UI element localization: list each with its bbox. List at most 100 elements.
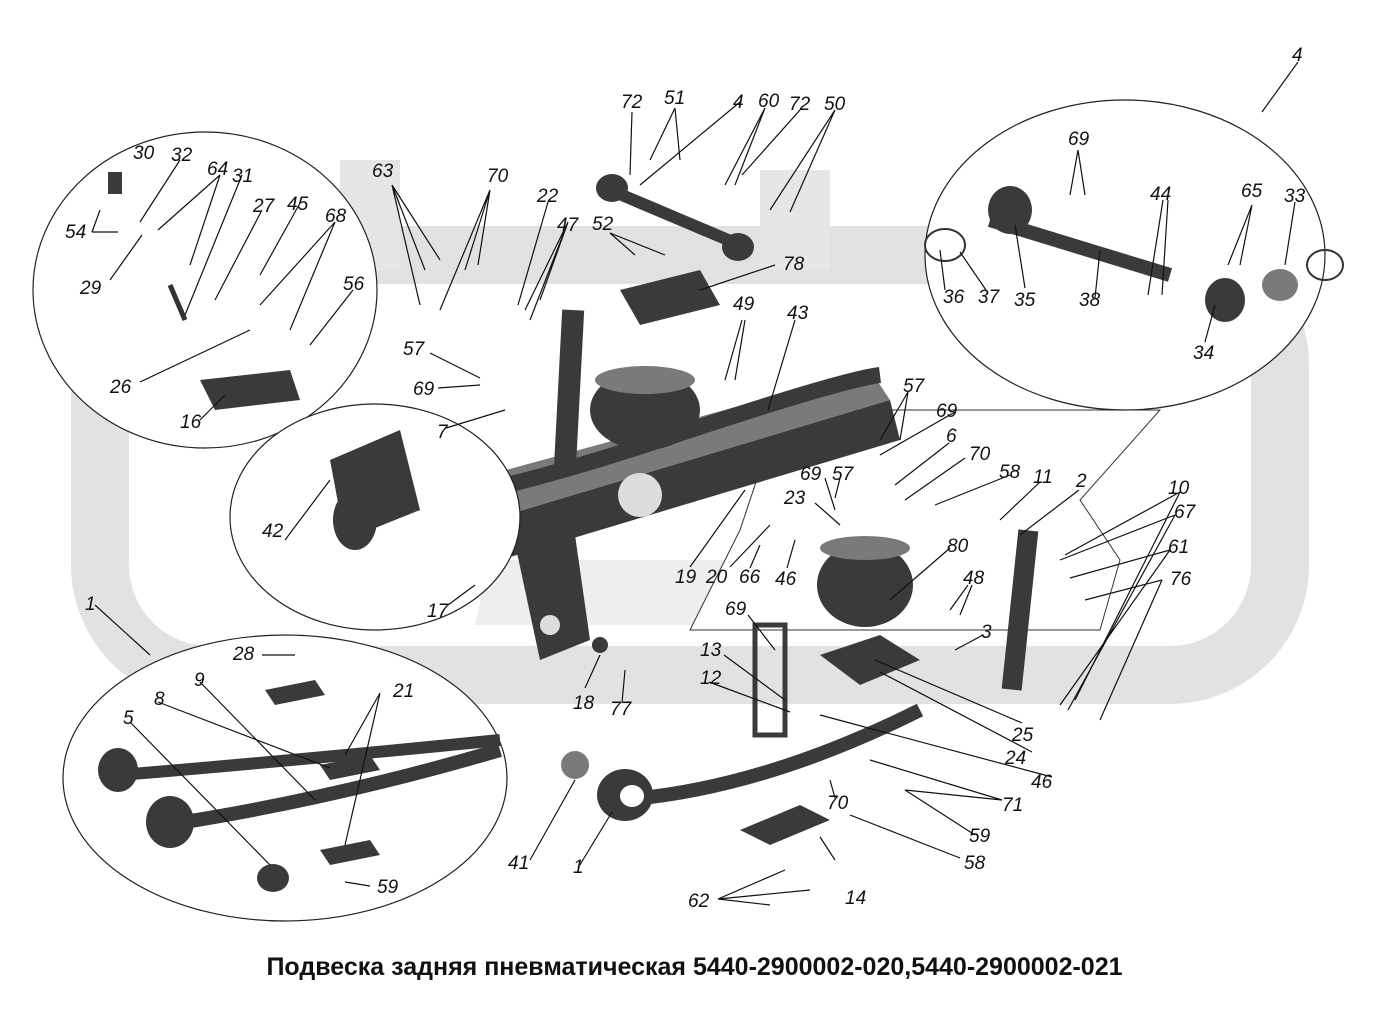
- part-label-57-mid: 57: [832, 464, 855, 485]
- part-label-2: 2: [1075, 471, 1087, 492]
- part-label-76: 76: [1170, 569, 1192, 590]
- part-label-3: 3: [981, 622, 992, 643]
- part-label-34: 34: [1193, 343, 1214, 364]
- detail-bubble-torque-rod: [924, 99, 1344, 411]
- part-label-6: 6: [946, 426, 957, 447]
- part-label-13: 13: [700, 640, 722, 661]
- part-label-5: 5: [123, 708, 134, 729]
- part-label-58-upper: 58: [999, 462, 1021, 483]
- part-label-38: 38: [1079, 290, 1101, 311]
- part-label-47: 47: [557, 215, 580, 236]
- part-label-80: 80: [947, 536, 969, 557]
- part-label-17: 17: [427, 601, 450, 622]
- part-label-24: 24: [1004, 748, 1026, 769]
- part-label-28: 28: [232, 644, 255, 665]
- part-label-1-bottom: 1: [573, 857, 584, 878]
- part-label-64: 64: [207, 159, 228, 180]
- part-label-30: 30: [133, 143, 155, 164]
- part-label-70-bottom: 70: [827, 793, 849, 814]
- part-label-43: 43: [787, 303, 809, 324]
- part-label-8: 8: [154, 689, 165, 710]
- part-label-31: 31: [232, 166, 253, 187]
- part-label-12: 12: [700, 668, 722, 689]
- part-label-59-right: 59: [969, 826, 991, 847]
- part-label-25: 25: [1011, 725, 1034, 746]
- part-label-51: 51: [664, 88, 685, 109]
- part-label-4-top-right: 4: [1292, 45, 1303, 66]
- lower-air-bellows: [817, 536, 920, 685]
- part-label-45: 45: [287, 194, 309, 215]
- part-label-78: 78: [783, 254, 805, 275]
- part-label-49: 49: [733, 294, 755, 315]
- part-label-44: 44: [1150, 184, 1171, 205]
- part-label-9: 9: [194, 670, 205, 691]
- part-label-66: 66: [739, 567, 761, 588]
- part-label-37: 37: [978, 287, 1001, 308]
- part-label-70-right: 70: [969, 444, 991, 465]
- detail-bubble-spring-end: [229, 403, 521, 631]
- part-label-57-top-right: 57: [903, 376, 926, 397]
- part-label-57-left: 57: [403, 339, 426, 360]
- torque-rod-top: [596, 174, 754, 325]
- part-label-58-lower: 58: [964, 853, 986, 874]
- part-label-18: 18: [573, 693, 595, 714]
- part-label-46-mid: 46: [775, 569, 797, 590]
- part-label-69-lower: 69: [725, 599, 747, 620]
- part-label-63: 63: [372, 161, 394, 182]
- part-label-56: 56: [343, 274, 365, 295]
- part-label-14: 14: [845, 888, 866, 909]
- diagram-caption: Подвеска задняя пневматическая 5440-2900…: [266, 953, 1123, 981]
- part-label-69-left: 69: [413, 379, 435, 400]
- bushing-41: [561, 751, 589, 779]
- part-label-42: 42: [262, 521, 284, 542]
- part-label-59-left: 59: [377, 877, 399, 898]
- spring-bracket: [510, 500, 590, 660]
- part-label-27: 27: [252, 196, 276, 217]
- lower-leaf-spring: [597, 703, 924, 821]
- detail-bubble-leaf-spring: [62, 634, 508, 922]
- part-label-69-mid: 69: [800, 464, 822, 485]
- part-label-1-left: 1: [85, 594, 96, 615]
- part-label-61: 61: [1168, 537, 1189, 558]
- part-label-20: 20: [705, 567, 728, 588]
- part-label-36: 36: [943, 287, 965, 308]
- part-label-69-top-right: 69: [1068, 129, 1090, 150]
- part-label-46-right: 46: [1031, 772, 1053, 793]
- part-label-71: 71: [1002, 795, 1023, 816]
- part-label-67: 67: [1174, 502, 1197, 523]
- part-label-69-right: 69: [936, 401, 958, 422]
- part-label-29: 29: [79, 278, 102, 299]
- part-label-77: 77: [610, 699, 633, 720]
- part-label-72-left: 72: [621, 92, 643, 113]
- part-label-32: 32: [171, 145, 193, 166]
- part-label-62: 62: [688, 891, 710, 912]
- part-label-19: 19: [675, 567, 697, 588]
- part-label-54: 54: [65, 222, 86, 243]
- part-label-70-top: 70: [487, 166, 509, 187]
- part-label-52: 52: [592, 214, 614, 235]
- part-label-68: 68: [325, 206, 347, 227]
- part-label-21: 21: [392, 681, 414, 702]
- upper-shock-absorber: [553, 309, 585, 471]
- upper-air-bellows: [590, 366, 700, 450]
- part-label-48: 48: [963, 568, 985, 589]
- u-bolt: [752, 622, 788, 738]
- part-label-72-right: 72: [789, 94, 811, 115]
- part-label-26: 26: [109, 377, 132, 398]
- part-label-41: 41: [508, 853, 529, 874]
- spring-plate: [740, 805, 830, 845]
- detail-bubble-bracket: [32, 131, 378, 449]
- part-label-50: 50: [824, 94, 846, 115]
- part-label-22: 22: [536, 186, 559, 207]
- part-label-7: 7: [437, 422, 449, 443]
- bushing-18: [592, 637, 608, 653]
- part-label-33: 33: [1284, 186, 1306, 207]
- part-label-10: 10: [1168, 478, 1190, 499]
- part-label-60: 60: [758, 91, 780, 112]
- part-label-16: 16: [180, 412, 202, 433]
- leader-lines: [91, 61, 1299, 906]
- lower-shock-absorber: [1001, 529, 1039, 691]
- part-label-65: 65: [1241, 181, 1263, 202]
